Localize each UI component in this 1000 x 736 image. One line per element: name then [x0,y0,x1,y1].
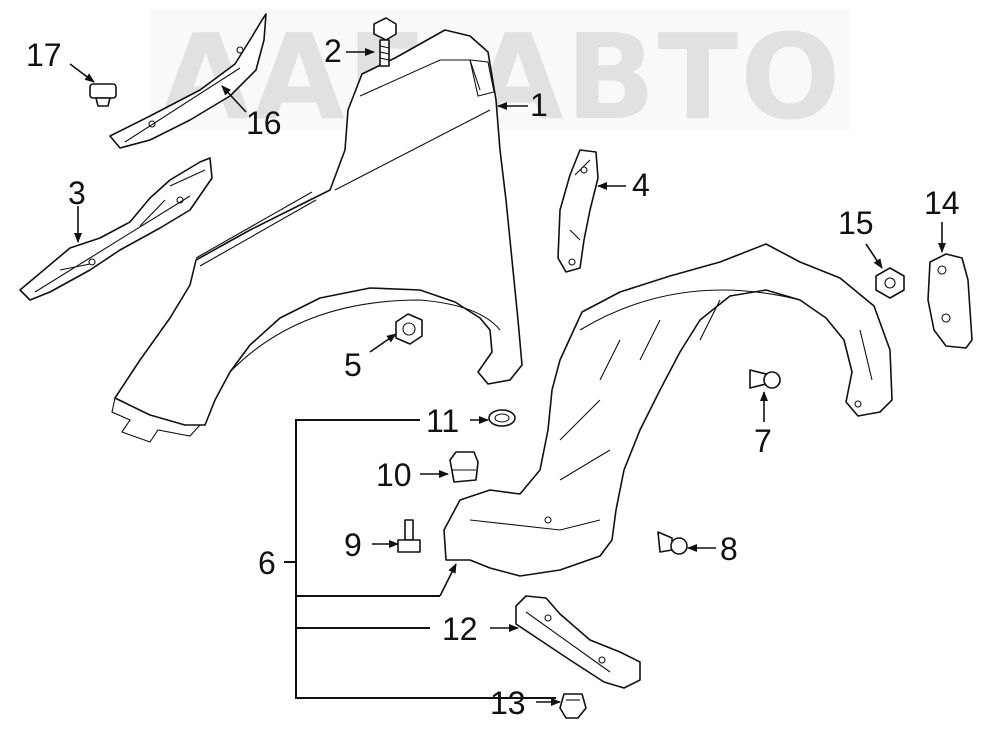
watermark-logo: AAE АВТО [150,8,850,146]
callout-16: 16 [246,105,282,141]
callout-14: 14 [924,185,960,221]
fender-liner-part [443,243,893,577]
callout-labels: 17 2 1 16 3 4 5 14 15 7 11 10 9 6 8 12 1… [26,33,960,721]
leader-16 [221,85,247,113]
leader-15 [865,243,883,269]
callout-13: 13 [490,685,526,721]
callout-1: 1 [530,87,548,123]
callout-15: 15 [838,205,874,241]
bolt-part-9 [397,519,421,553]
callout-11: 11 [426,403,459,439]
bolt-part [373,17,397,67]
callout-12: 12 [442,611,478,647]
small-bracket-part [557,149,599,273]
group-6-bracket [284,419,556,699]
leader-lines [69,48,946,706]
retainer-part-10 [449,451,479,483]
clip-part-7 [749,369,781,389]
callout-5: 5 [344,347,362,383]
callout-8: 8 [720,531,738,567]
side-bracket-part [19,157,213,301]
callout-17: 17 [26,37,62,73]
callout-6: 6 [258,545,276,581]
callout-4: 4 [632,167,650,203]
right-bracket-part [927,253,973,349]
lower-seal-part [515,595,641,689]
callout-9: 9 [344,527,362,563]
callout-7: 7 [754,423,772,459]
callout-3: 3 [68,175,86,211]
clip-part-17 [89,83,117,107]
callout-10: 10 [376,457,412,493]
clip-part-13 [559,693,587,719]
nut-part-5 [395,313,423,345]
callout-2: 2 [324,33,342,69]
grommet-part-11 [488,409,516,427]
leader-17 [69,63,95,83]
leader-6-liner [439,563,457,597]
fender-part [111,29,523,443]
watermark-text: AAE АВТО [160,8,842,146]
leader-5 [369,333,397,353]
upper-bracket-part [109,13,267,149]
clip-part-8 [657,531,688,555]
nut-part-15 [875,267,905,299]
